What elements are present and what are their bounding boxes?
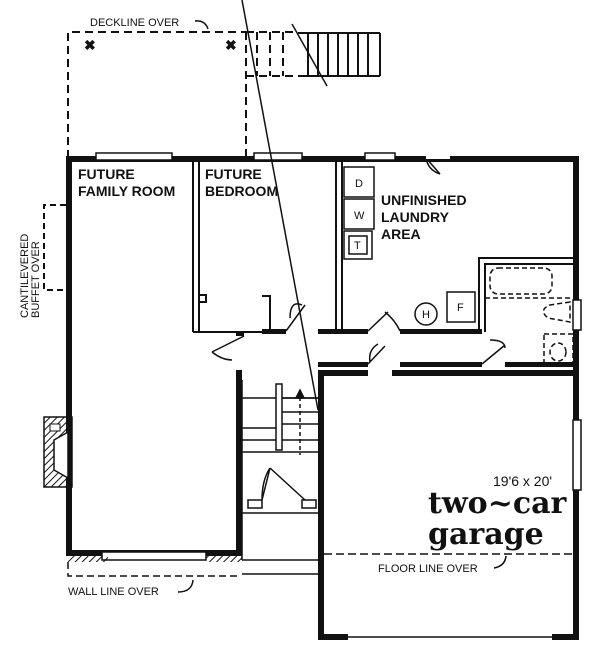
water-heater-icon: [414, 302, 438, 326]
svg-text:T: T: [354, 240, 361, 252]
buffet-outline: [43, 204, 66, 291]
buffet-label: CANTILEVERED BUFFET OVER: [19, 234, 42, 318]
interior-stairs: [241, 0, 319, 575]
dryer-icon: [343, 166, 375, 198]
svg-text:F: F: [457, 302, 464, 314]
windows: [95, 152, 582, 561]
thick-interior-walls: [236, 329, 579, 380]
laundry-label-2: LAUNDRY: [381, 209, 450, 225]
laundry-label-1: UNFINISHED: [381, 192, 467, 208]
wall-hatch: [68, 556, 242, 562]
washer-icon: [343, 198, 375, 230]
laundry-appliances: [343, 166, 476, 326]
sink-icon: [542, 301, 571, 323]
garage-dimension: 19'6 x 20': [493, 473, 552, 489]
garage-label-2: garage: [428, 517, 544, 552]
exterior-walls: [66, 156, 579, 640]
interior-walls: [192, 160, 573, 333]
bathtub-icon: [489, 267, 553, 295]
svg-text:BUFFET OVER: BUFFET OVER: [30, 241, 42, 318]
floor-line-label: FLOOR LINE OVER: [378, 563, 478, 575]
toilet-icon: [549, 342, 567, 362]
bath-fixtures: [485, 267, 574, 365]
deckline-label: DECKLINE OVER: [90, 17, 179, 29]
deck-outline: [67, 31, 298, 158]
svg-text:✖: ✖: [225, 37, 237, 53]
bedroom-label-2: BEDROOM: [205, 183, 278, 199]
furnace-icon: [446, 291, 476, 323]
garage-label-1: two~car: [428, 486, 568, 521]
laundry-label-3: AREA: [381, 226, 421, 242]
deck-stairs: [291, 23, 381, 87]
svg-text:✖: ✖: [84, 37, 96, 53]
deck-post-marks: ✖ ✖: [84, 37, 237, 53]
family-room-label-1: FUTURE: [78, 166, 135, 182]
bedroom-label-1: FUTURE: [205, 166, 262, 182]
svg-text:W: W: [354, 210, 365, 222]
svg-text:CANTILEVERED: CANTILEVERED: [19, 234, 31, 318]
svg-text:D: D: [355, 178, 363, 190]
svg-text:H: H: [422, 309, 430, 321]
fireplace: [43, 416, 73, 488]
family-room-label-2: FAMILY ROOM: [78, 183, 175, 199]
wall-line-label: WALL LINE OVER: [68, 586, 159, 598]
